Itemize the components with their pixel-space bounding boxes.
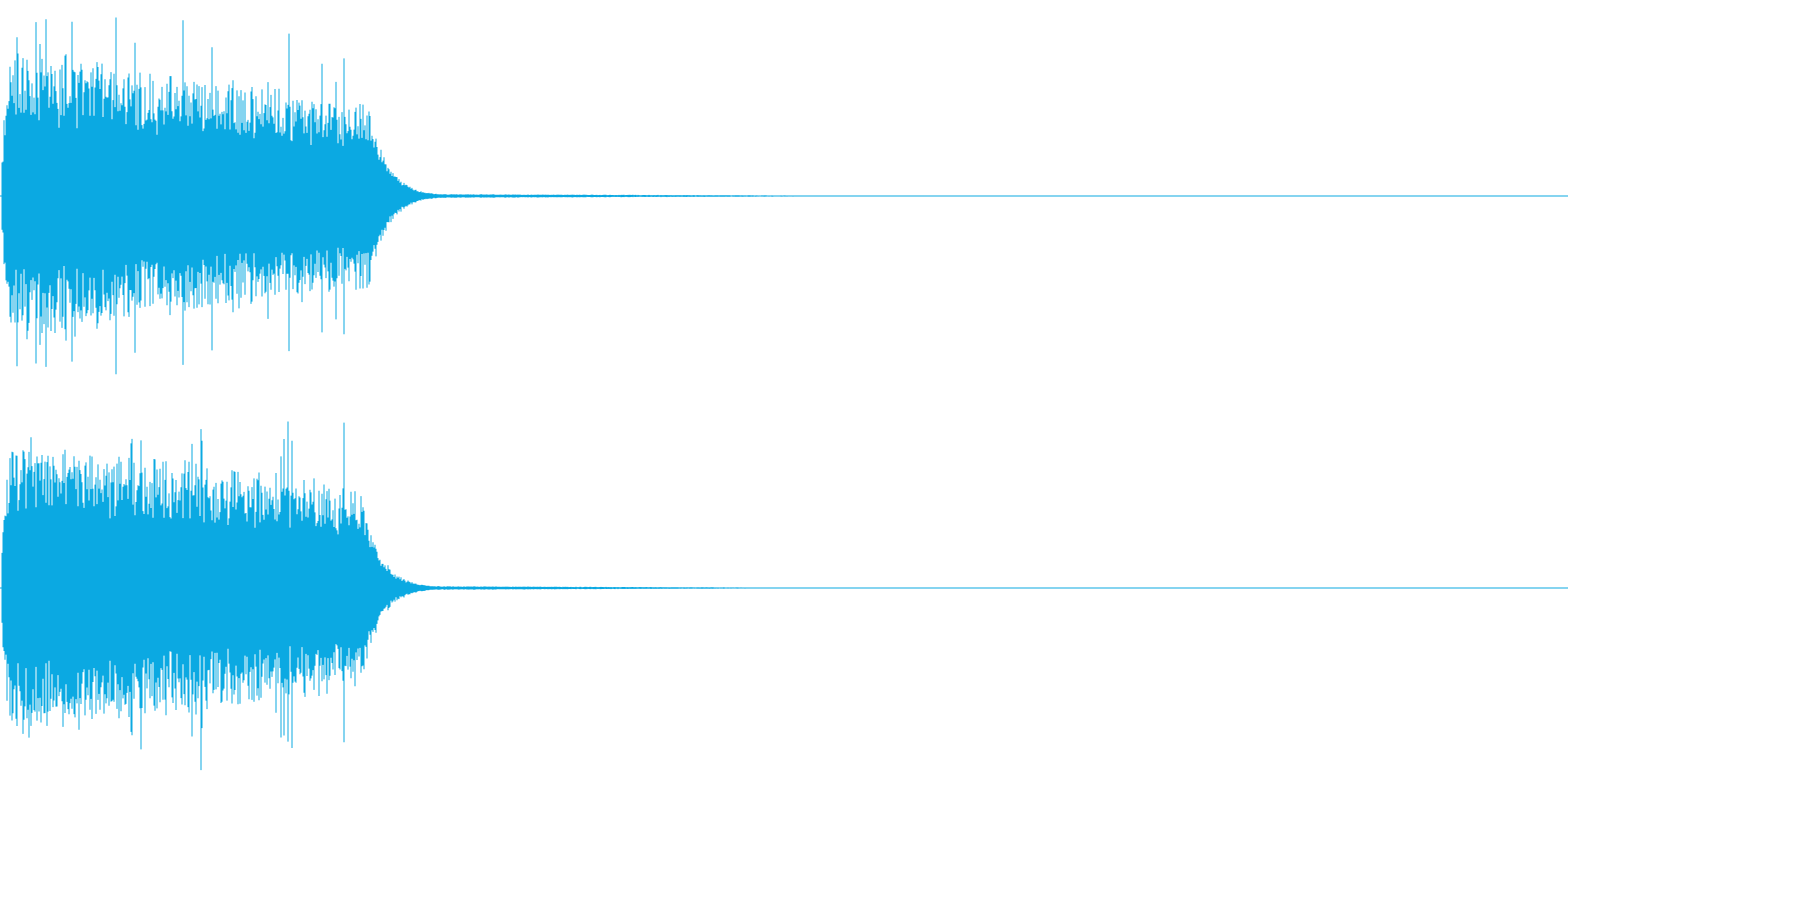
channel-2-waveform[interactable] bbox=[0, 421, 1568, 771]
channel-2-samples bbox=[1, 421, 864, 771]
waveform-view[interactable] bbox=[0, 0, 1568, 784]
channel-1-waveform[interactable] bbox=[0, 17, 1568, 375]
channel-1-samples bbox=[1, 17, 927, 375]
